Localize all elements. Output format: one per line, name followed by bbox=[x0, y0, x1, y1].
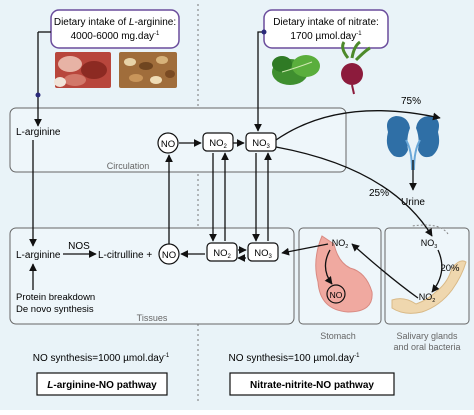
arginine-no-synthesis: NO synthesis=1000 µmol.day-1 bbox=[33, 353, 170, 364]
circulation-arginine-label: L-arginine bbox=[16, 127, 61, 138]
salivary-label-line1: Salivary glands bbox=[396, 331, 458, 341]
circulation-label: Circulation bbox=[107, 161, 150, 171]
arginine-pathway-label: L-arginine-NO pathway bbox=[47, 380, 157, 391]
nitrate-intake-box bbox=[264, 10, 388, 48]
no-tissues-label: NO bbox=[162, 250, 176, 261]
nuts-image bbox=[119, 52, 177, 88]
salivary-label-line2: and oral bacteria bbox=[393, 342, 460, 352]
nitrate-intake-dot bbox=[262, 30, 267, 35]
protein-breakdown-label: Protein breakdown bbox=[16, 292, 95, 303]
nitrate-pathway-label: Nitrate-nitrite-NO pathway bbox=[250, 380, 374, 391]
tissues-arginine-label: L-arginine bbox=[16, 250, 61, 261]
kidney-percent-75: 75% bbox=[401, 96, 421, 107]
arginine-intake-box bbox=[51, 10, 179, 48]
tissues-label: Tissues bbox=[137, 313, 168, 323]
nitrate-intake-line2: 1700 µmol.day-1 bbox=[290, 31, 362, 42]
stomach-label: Stomach bbox=[320, 331, 356, 341]
no-stomach-label: NO bbox=[330, 290, 343, 300]
de-novo-synthesis-label: De novo synthesis bbox=[16, 304, 94, 315]
nos-enzyme-label: NOS bbox=[68, 241, 90, 252]
salivary-percent-20: 20% bbox=[440, 263, 460, 274]
nitrate-intake-line1: Dietary intake of nitrate: bbox=[273, 17, 379, 28]
no-circulation-label: NO bbox=[161, 139, 175, 150]
arginine-intake-line2: 4000-6000 mg.day-1 bbox=[71, 31, 160, 42]
citrulline-label: L-citrulline + bbox=[98, 250, 152, 261]
meat-image bbox=[54, 52, 111, 88]
arginine-intake-line1: Dietary intake of L-arginine: bbox=[54, 17, 176, 28]
nitrate-no-synthesis: NO synthesis=100 µmol.day-1 bbox=[229, 353, 361, 364]
stomach-percent-25: 25% bbox=[369, 188, 389, 199]
